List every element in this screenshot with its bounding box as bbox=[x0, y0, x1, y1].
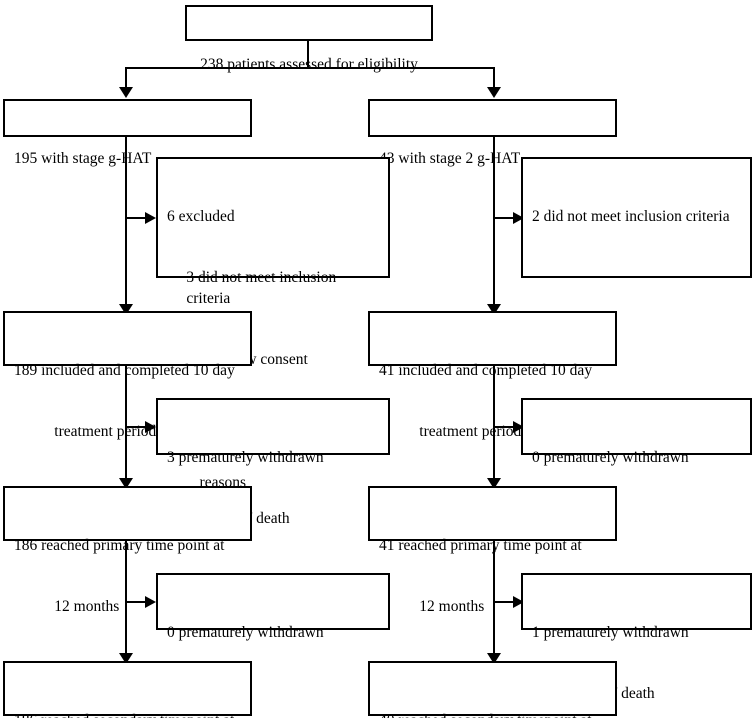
connector-right-trunk-1 bbox=[493, 137, 495, 306]
arrowhead-right-treated bbox=[487, 304, 501, 315]
connector-left-trunk-3 bbox=[125, 541, 127, 655]
arrowhead-right-secondary bbox=[487, 653, 501, 664]
connector-top-trunk bbox=[307, 41, 309, 69]
arrowhead-left-secondary bbox=[119, 653, 133, 664]
node-line: 41 included and completed 10 day bbox=[379, 361, 593, 379]
node-line: 3 did not meet inclusion criteria bbox=[186, 269, 341, 307]
node-stage-2-arm: 43 with stage 2 g-HAT bbox=[368, 99, 617, 167]
node-line: 195 with stage g-HAT bbox=[14, 149, 152, 167]
arrowhead-left-withdrawn-2 bbox=[145, 596, 156, 608]
connector-left-trunk-2 bbox=[125, 366, 127, 480]
node-stage-1-arm: 195 with stage g-HAT bbox=[3, 99, 252, 167]
arrowhead-right-arm bbox=[487, 87, 501, 98]
node-line: 189 included and completed 10 day bbox=[14, 361, 235, 379]
connector-right-drop bbox=[493, 67, 495, 88]
connector-right-trunk-2 bbox=[493, 366, 495, 480]
node-right-withdrawn-primary: 1 prematurely withdrawn because of death bbox=[521, 573, 752, 702]
arrowhead-right-primary bbox=[487, 478, 501, 489]
node-left-included-treated: 189 included and completed 10 day treatm… bbox=[3, 311, 252, 440]
node-left-withdrawn-primary: 0 prematurely withdrawn bbox=[156, 573, 390, 641]
node-line: 186 reached primary time point at bbox=[14, 536, 225, 554]
node-right-primary-timepoint: 41 reached primary time point at 12 mont… bbox=[368, 486, 617, 615]
arrowhead-left-treated bbox=[119, 304, 133, 315]
arrowhead-left-primary bbox=[119, 478, 133, 489]
arrowhead-left-arm bbox=[119, 87, 133, 98]
node-left-excluded: 6 excluded 3 did not meet inclusion crit… bbox=[156, 157, 390, 491]
node-line: 1 prematurely withdrawn bbox=[532, 623, 689, 641]
node-line: 6 excluded bbox=[167, 207, 235, 225]
node-line: 238 patients assessed for eligibility bbox=[200, 55, 418, 73]
connector-left-drop bbox=[125, 67, 127, 88]
connector-left-withdrawn-2-branch bbox=[127, 601, 146, 603]
node-assessed-for-eligibility: 238 patients assessed for eligibility bbox=[185, 5, 433, 73]
connector-right-withdrawn-1-branch bbox=[495, 426, 514, 428]
connector-top-split bbox=[125, 67, 495, 69]
node-line: 3 prematurely withdrawn bbox=[167, 448, 324, 466]
node-line: 43 with stage 2 g-HAT bbox=[379, 149, 521, 167]
node-line: 12 months bbox=[419, 598, 485, 616]
node-line: 0 prematurely withdrawn bbox=[167, 623, 324, 641]
arrowhead-left-withdrawn-1 bbox=[145, 421, 156, 433]
connector-left-excluded-branch bbox=[127, 217, 146, 219]
arrowhead-right-withdrawn-1 bbox=[513, 421, 524, 433]
connector-right-excluded-branch bbox=[495, 217, 514, 219]
node-line: 41 reached primary time point at bbox=[379, 536, 582, 554]
node-right-excluded: 2 did not meet inclusion criteria bbox=[521, 157, 752, 278]
connector-right-trunk-3 bbox=[493, 541, 495, 655]
connector-right-withdrawn-2-branch bbox=[495, 601, 514, 603]
node-left-withdrawn-treatment: 3 prematurely withdrawn because of death bbox=[156, 398, 390, 527]
arrowhead-left-excluded bbox=[145, 212, 156, 224]
node-line: 0 prematurely withdrawn bbox=[532, 448, 689, 466]
connector-left-withdrawn-1-branch bbox=[127, 426, 146, 428]
connector-left-trunk-1 bbox=[125, 137, 127, 306]
node-line: 2 did not meet inclusion criteria bbox=[532, 207, 730, 225]
arrowhead-right-withdrawn-2 bbox=[513, 596, 524, 608]
node-line: 12 months bbox=[54, 598, 120, 616]
node-right-included-treated: 41 included and completed 10 day treatme… bbox=[368, 311, 617, 440]
node-right-withdrawn-treatment: 0 prematurely withdrawn bbox=[521, 398, 752, 466]
arrowhead-right-excluded bbox=[513, 212, 524, 224]
node-left-primary-timepoint: 186 reached primary time point at 12 mon… bbox=[3, 486, 252, 615]
